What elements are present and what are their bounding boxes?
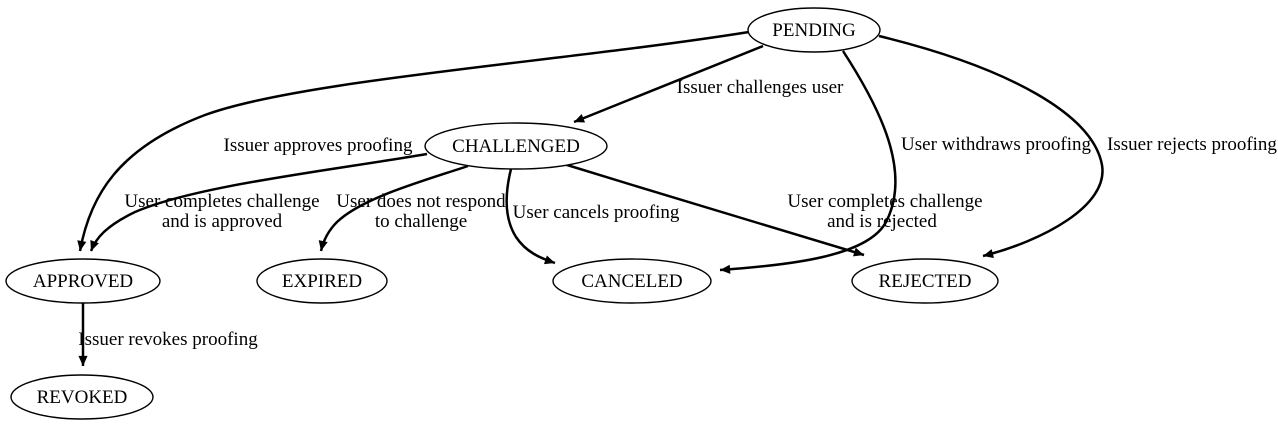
state-ellipse-challenged [424,122,608,170]
state-ellipse-expired [256,258,388,304]
state-node-canceled: CANCELED [552,258,712,304]
state-label-approved: APPROVED [33,271,133,292]
edge-challenged-rejected [553,159,865,257]
state-node-rejected: REJECTED [851,258,999,304]
edges [77,30,1104,366]
edge-label-issuer-rejects-proofing: Issuer rejects proofing [1107,134,1277,155]
state-node-challenged: CHALLENGED [424,122,608,170]
state-node-approved: APPROVED [5,258,161,304]
edge-label-user-completes-rejected-line2: and is rejected [827,211,937,232]
edge-label-issuer-challenges-user: Issuer challenges user [677,77,844,98]
state-label-challenged: CHALLENGED [452,136,580,157]
state-node-pending: PENDING [747,7,881,53]
state-ellipse-rejected [851,258,999,304]
state-ellipse-revoked [10,374,154,420]
edge-labels: Issuer challenges user Issuer approves p… [78,77,1277,350]
edge-label-user-no-respond-line1: User does not respond [336,191,506,212]
edge-pending-approved [77,30,750,252]
edge-label-user-completes-rejected-line1: User completes challenge [787,191,982,212]
edge-label-user-completes-approved-line1: User completes challenge [124,191,319,212]
state-label-rejected: REJECTED [879,271,972,292]
edge-challenged-canceled [505,168,556,265]
edge-label-user-completes-approved-line2: and is approved [162,211,283,232]
edge-label-user-no-respond-line2: to challenge [375,211,467,232]
edge-challenged-approved [89,152,428,252]
edge-challenged-expired [318,164,469,252]
state-ellipse-approved [5,258,161,304]
edge-label-issuer-revokes-proofing: Issuer revokes proofing [78,329,258,350]
nodes: PENDING CHALLENGED APPROVED EXPIRED CANC… [5,7,999,420]
edge-pending-rejected [878,34,1104,258]
state-node-expired: EXPIRED [256,258,388,304]
edge-pending-canceled [719,50,897,274]
edge-label-user-withdraws-proofing: User withdraws proofing [901,134,1091,155]
edge-pending-challenged [573,44,764,124]
state-ellipse-canceled [552,258,712,304]
state-label-expired: EXPIRED [282,271,362,292]
state-label-pending: PENDING [772,20,856,41]
state-label-canceled: CANCELED [581,271,682,292]
edge-label-user-cancels-proofing: User cancels proofing [513,202,680,223]
edge-label-issuer-approves-proofing: Issuer approves proofing [224,135,413,156]
state-label-revoked: REVOKED [37,387,128,408]
state-node-revoked: REVOKED [10,374,154,420]
state-ellipse-pending [747,7,881,53]
